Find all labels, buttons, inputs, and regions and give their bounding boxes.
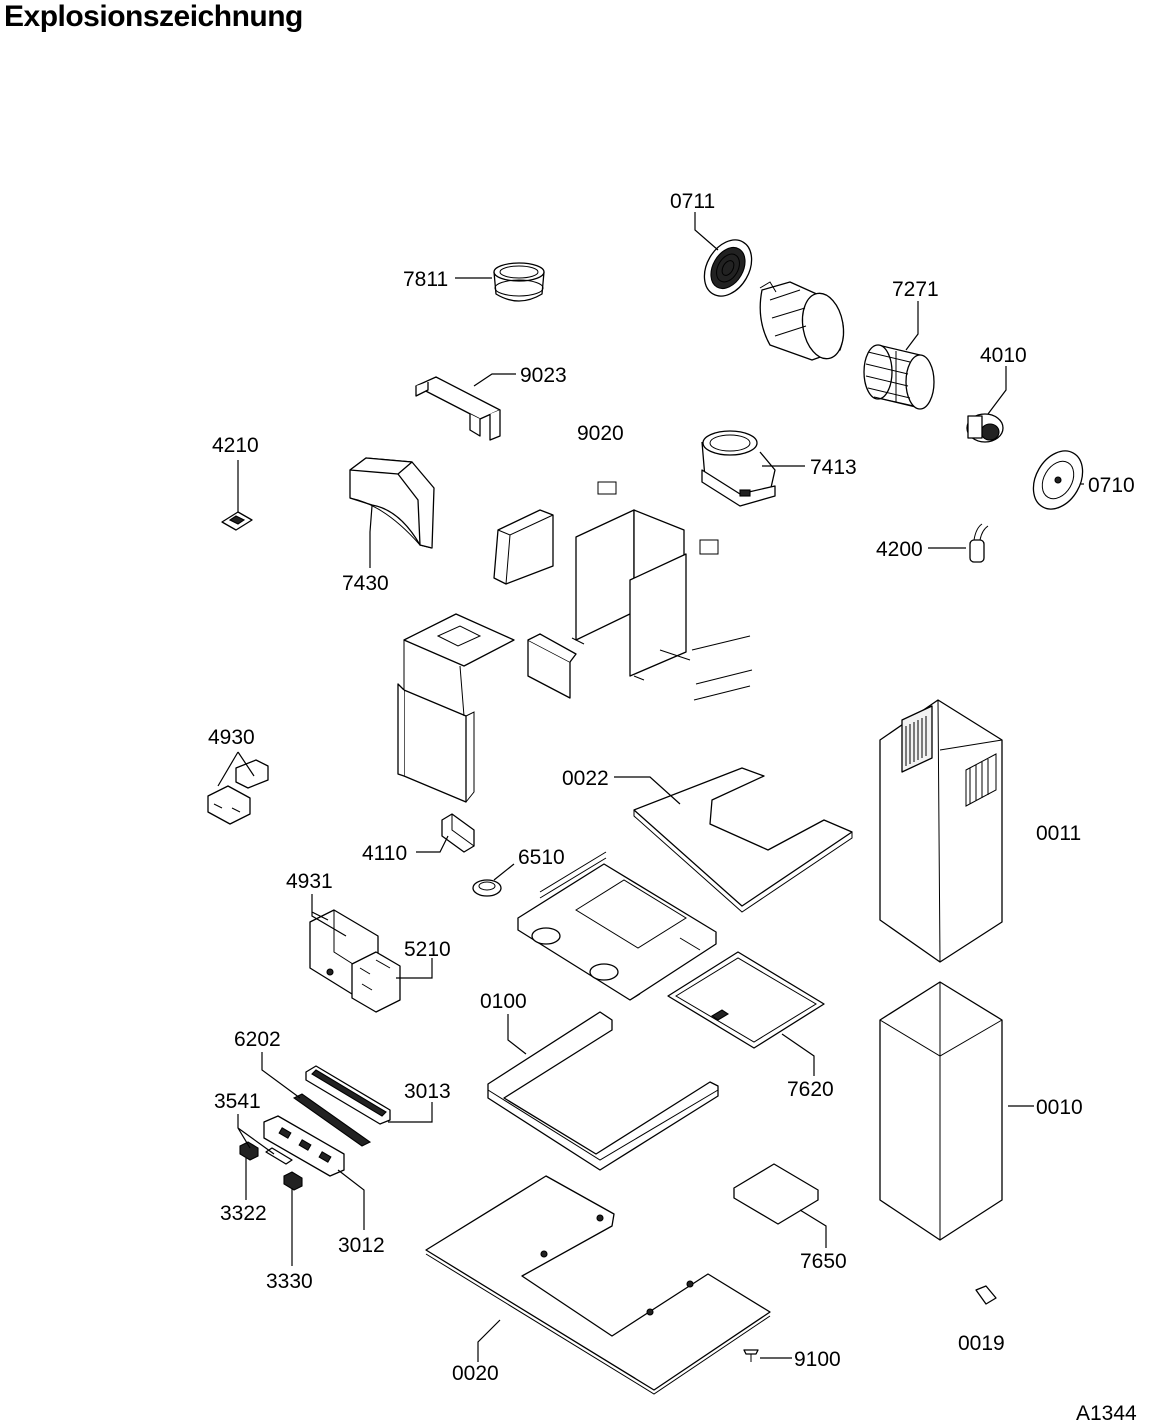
label-5210: 5210: [404, 938, 451, 961]
part-4930-terminal: [207, 759, 269, 825]
part-4110-switch: [441, 813, 475, 853]
part-7413-duct-adapter: [701, 430, 776, 507]
leader-lines: [217, 212, 1084, 1362]
part-7620-filter: [667, 951, 825, 1049]
part-rails: [691, 635, 753, 701]
drawing-id: A1344: [1076, 1402, 1137, 1425]
label-4200: 4200: [876, 538, 923, 561]
label-6202: 6202: [234, 1028, 281, 1051]
label-0020: 0020: [452, 1362, 499, 1385]
label-7650: 7650: [800, 1250, 847, 1273]
part-6510-grommet: [472, 879, 502, 897]
label-7430: 7430: [342, 572, 389, 595]
label-6510: 6510: [518, 846, 565, 869]
label-4930: 4930: [208, 726, 255, 749]
label-9100: 9100: [794, 1348, 841, 1371]
part-chassis-box: [397, 613, 515, 803]
label-3541: 3541: [214, 1090, 261, 1113]
part-0100-frame: [487, 1011, 719, 1171]
label-4110: 4110: [362, 842, 407, 865]
part-9100-screw: [743, 1349, 759, 1362]
part-7650-pad: [733, 1163, 819, 1225]
part-0710-plate: [1032, 450, 1084, 510]
label-0010: 0010: [1036, 1096, 1083, 1119]
part-9023-bracket: [415, 376, 501, 441]
part-7271-blower-wheel: [863, 344, 935, 410]
part-7811-collar: [493, 262, 545, 302]
label-0019: 0019: [958, 1332, 1005, 1355]
part-5210-board: [351, 951, 401, 1013]
part-0711-grille: [703, 239, 753, 297]
part-3322-key: [239, 1141, 259, 1161]
label-7271: 7271: [892, 278, 939, 301]
part-foam-block: [493, 509, 554, 585]
part-6202-strip: [292, 1093, 372, 1147]
part-3013-strip: [305, 1065, 391, 1125]
part-0011-upper-chimney: [879, 699, 1003, 963]
part-base-frame: [517, 851, 717, 1001]
label-4931: 4931: [286, 870, 333, 893]
part-4200-capacitor: [969, 523, 989, 563]
label-7413: 7413: [810, 456, 857, 479]
part-0019-label: [975, 1285, 997, 1305]
label-3013: 3013: [404, 1080, 451, 1103]
label-0011: 0011: [1036, 822, 1081, 845]
part-9020-spacer: [527, 633, 577, 699]
part-3012-panel: [263, 1115, 345, 1177]
label-0022: 0022: [562, 767, 609, 790]
label-9020: 9020: [577, 422, 624, 445]
label-0100: 0100: [480, 990, 527, 1013]
part-4010-motor: [966, 413, 1004, 443]
part-9020-frame: [571, 481, 719, 681]
label-3330: 3330: [266, 1270, 313, 1293]
label-4210: 4210: [212, 434, 259, 457]
part-0010-lower-chimney: [879, 981, 1003, 1241]
label-0710: 0710: [1088, 474, 1135, 497]
label-9023: 9023: [520, 364, 567, 387]
part-labels: 0711 7811 7271 9023 4010 9020 4210 7413 …: [208, 190, 1137, 1425]
label-3322: 3322: [220, 1202, 267, 1225]
part-3541-key: [265, 1147, 293, 1165]
part-3330-key: [283, 1171, 303, 1191]
label-0711: 0711: [670, 190, 715, 213]
part-0020-panel: [425, 1175, 771, 1395]
page-title: Explosionszeichnung: [4, 0, 303, 33]
label-7620: 7620: [787, 1078, 834, 1101]
label-7811: 7811: [403, 268, 448, 291]
part-fan-housing: [759, 281, 845, 361]
part-7430-deflector: [349, 457, 435, 549]
part-0022-panel: [633, 767, 853, 913]
part-4210-clip: [221, 511, 253, 531]
label-4010: 4010: [980, 344, 1027, 367]
label-3012: 3012: [338, 1234, 385, 1257]
